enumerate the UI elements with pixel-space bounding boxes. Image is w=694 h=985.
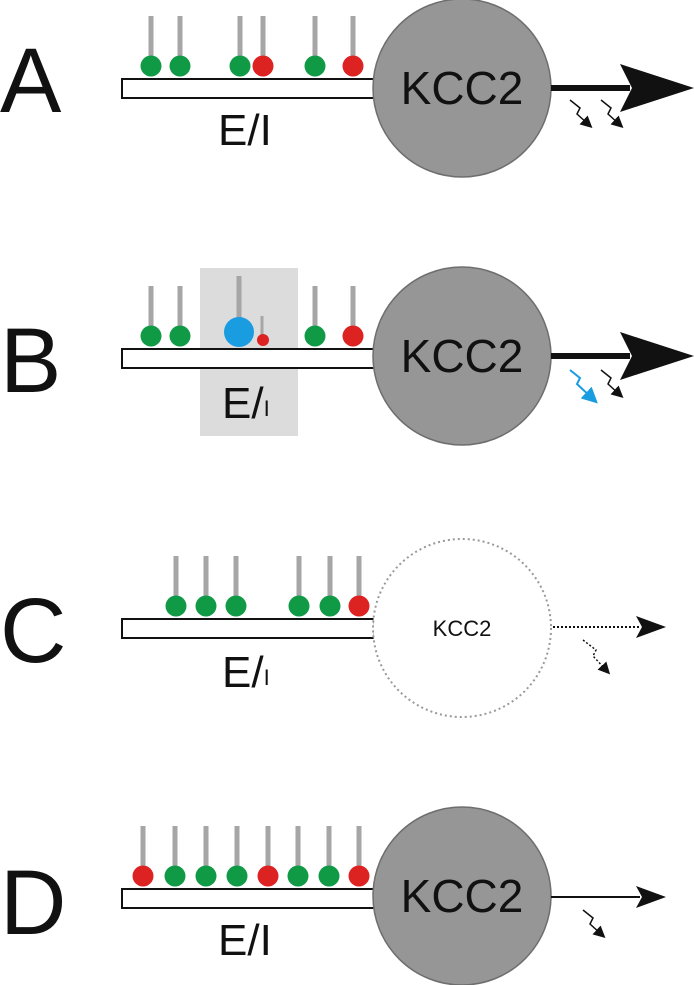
excitatory-synapse — [195, 595, 217, 617]
dendrite-bar — [121, 618, 375, 639]
panel-c: C — [0, 538, 666, 718]
synapse — [318, 826, 340, 887]
dendrite-bar — [121, 78, 375, 99]
ion-flux-arrows — [582, 639, 611, 675]
ei-label: E/I — [222, 648, 270, 697]
panel-letter-c: C — [0, 580, 66, 682]
excitatory-synapse — [318, 865, 340, 887]
excitatory-synapse — [169, 325, 191, 347]
synapse — [287, 826, 309, 887]
dendrite-bar — [121, 888, 375, 909]
synapse — [195, 556, 217, 617]
synapse — [304, 286, 326, 347]
synapse — [342, 286, 364, 347]
dendrite-bar — [121, 348, 375, 369]
chloride-extrusion-arrow — [551, 64, 694, 112]
synapse — [342, 16, 364, 77]
excitatory-synapse — [287, 865, 309, 887]
excitatory-synapse — [169, 55, 191, 77]
shrunken-inhibitory-synapse — [257, 334, 269, 346]
synapse — [229, 16, 251, 77]
ion-flux-arrows — [582, 909, 606, 939]
inhibitory-synapse — [342, 55, 364, 77]
ei-label: E/I — [218, 106, 272, 155]
excitatory-synapse — [140, 325, 162, 347]
synapses-d — [132, 826, 370, 887]
synapse — [257, 826, 279, 887]
panel-letter-a: A — [0, 30, 62, 132]
synapse — [348, 556, 370, 617]
inhibitory-synapse — [348, 595, 370, 617]
excitatory-synapse — [226, 865, 248, 887]
synapse — [195, 826, 217, 887]
synapse — [225, 556, 247, 617]
kcc2-circle-reduced — [372, 538, 552, 718]
inhibitory-synapse — [348, 865, 370, 887]
chloride-extrusion-arrow-thin — [551, 886, 666, 908]
synapse — [348, 826, 370, 887]
inhibitory-synapse — [132, 865, 154, 887]
excitatory-synapse — [140, 55, 162, 77]
kcc2-label: KCC2 — [401, 330, 524, 382]
kcc2-label: KCC2 — [433, 616, 492, 641]
excitatory-synapse — [304, 325, 326, 347]
excitatory-synapse — [164, 865, 186, 887]
excitatory-synapse — [319, 595, 341, 617]
ion-flux-arrows — [569, 369, 624, 404]
kcc2-label: KCC2 — [401, 870, 524, 922]
synapse — [169, 286, 191, 347]
synapses-b — [140, 276, 364, 347]
panel-d: D — [0, 806, 666, 985]
synapse — [304, 16, 326, 77]
synapse — [319, 556, 341, 617]
synapse — [169, 16, 191, 77]
chloride-extrusion-arrow-weak — [553, 616, 666, 638]
synapse — [165, 556, 187, 617]
inhibitory-synapse — [342, 325, 364, 347]
inhibitory-synapse — [257, 865, 279, 887]
synapse — [257, 316, 269, 346]
synapse — [140, 286, 162, 347]
inhibitory-synapse — [252, 55, 274, 77]
panel-letter-d: D — [0, 852, 66, 954]
excitatory-synapse — [195, 865, 217, 887]
synapse — [140, 16, 162, 77]
excitatory-synapse — [288, 595, 310, 617]
enlarged-synapse — [224, 317, 254, 347]
synapse — [132, 826, 154, 887]
ion-flux-arrows — [569, 99, 624, 129]
panel-a: A — [0, 0, 694, 178]
synapses-a — [140, 16, 364, 77]
synapse — [224, 276, 254, 347]
ei-label: E/I — [218, 916, 272, 965]
panel-b: B — [0, 266, 694, 446]
chloride-extrusion-arrow — [551, 332, 694, 380]
panel-letter-b: B — [0, 310, 61, 412]
excitatory-synapse — [225, 595, 247, 617]
synapse — [164, 826, 186, 887]
synapse — [288, 556, 310, 617]
synapse — [252, 16, 274, 77]
excitatory-synapse — [304, 55, 326, 77]
synapse — [226, 826, 248, 887]
synapses-c — [165, 556, 370, 617]
ei-label: E/I — [222, 379, 270, 428]
excitatory-synapse — [165, 595, 187, 617]
excitatory-synapse — [229, 55, 251, 77]
kcc2-label: KCC2 — [401, 62, 524, 114]
